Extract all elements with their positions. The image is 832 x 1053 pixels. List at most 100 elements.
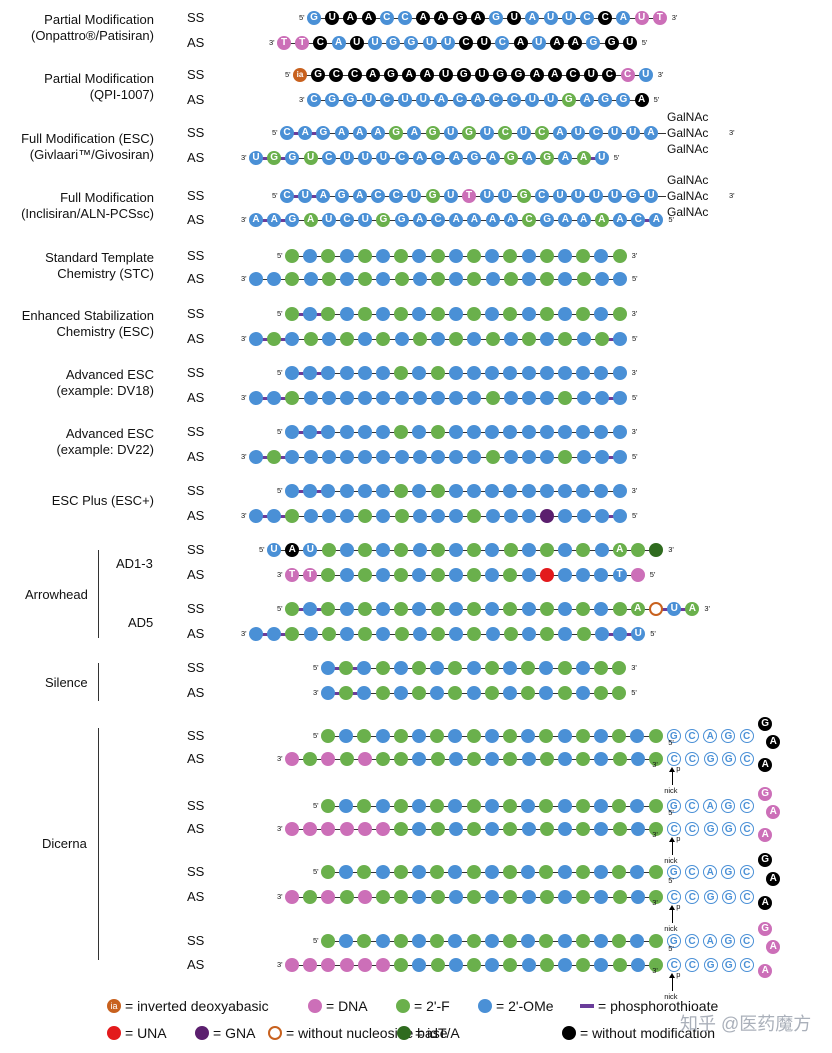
nucleotide (485, 752, 500, 766)
nucleotide (466, 934, 481, 948)
nucleotide: A (343, 11, 358, 25)
nucleotide (594, 484, 609, 498)
nucleotide (557, 799, 572, 813)
nucleotide (449, 332, 464, 346)
nucleotide (339, 307, 354, 321)
phosphorothioate-bond (314, 608, 325, 611)
nucleotide (594, 627, 609, 641)
prime-label: 5' (632, 452, 638, 461)
nucleotide (467, 543, 482, 557)
nucleotide (630, 822, 645, 836)
phosphate-label: p (676, 764, 681, 773)
nucleotide (431, 272, 445, 286)
phosphorothioate-bond (309, 195, 320, 198)
nucleotide: U (475, 68, 489, 82)
nucleotide (412, 729, 426, 743)
as-tag: AS (187, 957, 205, 972)
nucleotide: G (666, 799, 681, 813)
nucleotide: A (412, 151, 427, 165)
nucleotide (430, 602, 445, 616)
nucleotide (612, 661, 627, 675)
prime-label: 5' (313, 936, 319, 945)
nucleotide (649, 752, 663, 766)
nucleotide: U (376, 151, 391, 165)
nick-arrowhead (669, 905, 676, 910)
nucleotide (576, 822, 591, 836)
nucleotide (467, 890, 481, 904)
nucleotide (612, 484, 627, 498)
nucleotide (412, 752, 427, 766)
nucleotide (303, 627, 318, 641)
nucleotide (467, 568, 481, 582)
nucleotide (375, 686, 390, 700)
nucleotide: G (721, 890, 736, 904)
nucleotide (613, 272, 627, 286)
nucleotide (375, 661, 390, 675)
group-ad13: AD1-3 (116, 556, 153, 571)
nucleotide (357, 568, 372, 582)
group-dicerna: Dicerna (42, 836, 87, 851)
nucleotide (558, 890, 572, 904)
row-subtitle: (Givlaari™/Givosiran) (29, 147, 154, 162)
nucleotide (376, 890, 390, 904)
nucleotide (558, 627, 573, 641)
nucleotide (594, 543, 609, 557)
phosphate-label: p (676, 970, 681, 979)
nucleotide: A (434, 11, 449, 25)
nucleotide: T (303, 568, 318, 582)
nucleotide: G (721, 729, 736, 743)
nucleotide (467, 332, 482, 346)
nucleotide (594, 890, 609, 904)
galnac-label: GalNAc (667, 126, 709, 140)
prime-label: 3' (241, 393, 247, 402)
phosphorothioate-bond (624, 633, 635, 636)
nucleotide (393, 729, 408, 743)
nucleotide (558, 425, 572, 439)
nucleotide (522, 627, 536, 641)
nucleotide (539, 752, 554, 766)
nucleotide (467, 752, 481, 766)
loop-nucleotide: A (758, 758, 773, 772)
nucleotide (357, 602, 372, 616)
nucleotide (484, 729, 499, 743)
as-tag: AS (187, 212, 205, 227)
nucleotide (285, 450, 300, 464)
nucleotide: C (389, 189, 404, 203)
ss-tag: SS (187, 660, 205, 675)
nucleotide (503, 307, 518, 321)
nucleotide: C (685, 934, 699, 948)
nucleotide: U (340, 151, 354, 165)
nucleotide (485, 509, 500, 523)
phosphorothioate-bond (605, 397, 616, 400)
nucleotide: T (295, 36, 310, 50)
legend-swatch (268, 1026, 282, 1040)
nucleotide: U (398, 93, 412, 107)
nucleotide (539, 729, 554, 743)
nucleotide (394, 568, 409, 582)
nucleotide: A (550, 36, 564, 50)
nucleotide (631, 543, 645, 557)
nucleotide (394, 890, 409, 904)
phosphorothioate-bond (642, 219, 653, 222)
nucleotide (558, 332, 573, 346)
nucleotide (357, 661, 372, 675)
nucleotide (558, 450, 573, 464)
nucleotide (485, 543, 500, 557)
nucleotide (648, 729, 663, 743)
phosphorothioate-bond (278, 397, 289, 400)
row-subtitle: Chemistry (STC) (57, 266, 154, 281)
nucleotide (339, 568, 354, 582)
nucleotide (485, 391, 500, 405)
nucleotide (430, 890, 445, 904)
legend-label: = inverted deoxyabasic (125, 998, 269, 1014)
phosphorothioate-bond (605, 456, 616, 459)
nucleotide (521, 822, 536, 836)
nucleotide (394, 249, 409, 263)
nucleotide (613, 391, 627, 405)
nucleotide (412, 686, 426, 700)
ss-tag: SS (187, 728, 205, 743)
nucleotide (303, 602, 318, 616)
nucleotide (285, 484, 299, 498)
loop-nucleotide: G (758, 717, 773, 731)
